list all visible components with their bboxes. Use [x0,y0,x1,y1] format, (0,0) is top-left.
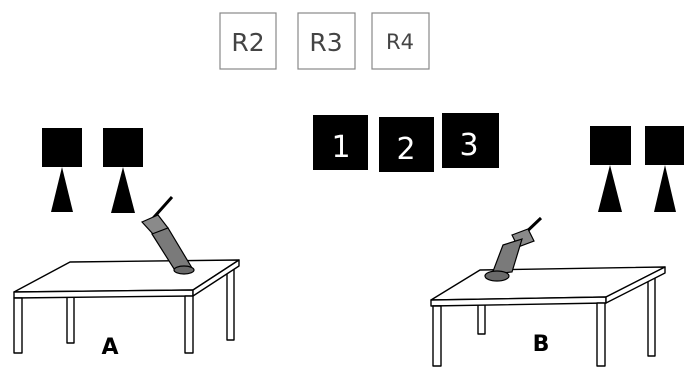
dark-box-1-label: 1 [331,130,350,165]
dark-box-2: 2 [379,117,434,172]
outline-box-r4-label: R4 [386,30,414,54]
table-b-label: B [533,332,550,357]
speaker-right-2 [645,126,684,212]
speaker-right-1 [590,126,631,212]
outline-box-r3-label: R3 [309,28,342,57]
dark-box-3-label: 3 [459,128,478,163]
speaker-left-1 [42,128,82,212]
table-a [14,260,239,353]
outline-box-r3: R3 [298,13,355,69]
dark-box-1: 1 [313,115,368,170]
outline-box-r4: R4 [372,13,429,69]
table-a-label: A [101,335,118,360]
dark-box-3: 3 [442,113,499,168]
dark-box-2-label: 2 [396,132,415,167]
outline-box-r2: R2 [220,13,276,69]
speaker-left-2 [103,128,143,213]
outline-box-r2-label: R2 [231,28,264,57]
